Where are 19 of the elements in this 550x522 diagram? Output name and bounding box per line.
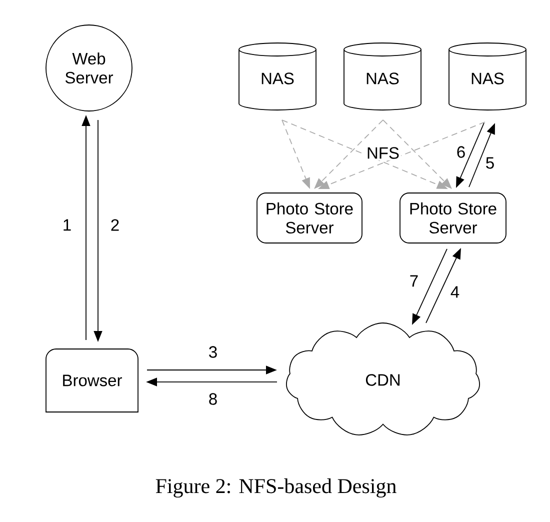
- edge-label: 4: [450, 286, 460, 298]
- text-label: NFS: [365, 146, 401, 160]
- edge-label: 1: [64, 219, 71, 231]
- dashed-arrow: [314, 120, 384, 189]
- dashed-arrow: [382, 120, 452, 189]
- storage-cylinder: NAS: [344, 42, 422, 110]
- server-box: Photo Store Server: [256, 192, 362, 244]
- edge-label: 5: [486, 157, 494, 169]
- browser-box: Browser: [46, 348, 138, 412]
- edge-label: 7: [410, 275, 418, 287]
- edge-label: 3: [209, 346, 217, 358]
- network-cloud: CDN: [286, 322, 480, 436]
- storage-cylinder: NAS: [238, 42, 316, 110]
- edge-label: 6: [457, 146, 465, 158]
- server-box: Photo Store Server: [400, 192, 506, 244]
- edge-label: 8: [209, 393, 217, 405]
- edge-label: 2: [111, 219, 119, 231]
- figure-caption: Figure 2: NFS-based Design: [156, 478, 396, 498]
- storage-cylinder: NAS: [448, 42, 526, 110]
